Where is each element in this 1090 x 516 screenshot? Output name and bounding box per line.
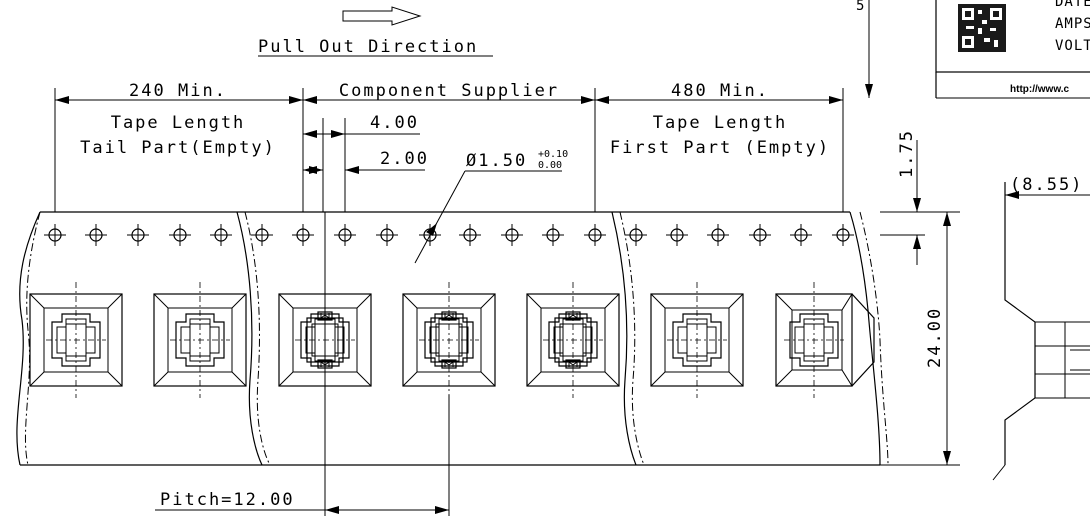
section-dimensions: 240 Min. Tape Length Tail Part(Empty) Co… bbox=[54, 81, 844, 212]
title-block-date: DATE bbox=[1055, 0, 1090, 10]
hole-pitch-dimension: 4.00 2.00 bbox=[303, 113, 429, 212]
hole-diameter-callout: Ø1.50 +0.10 0.00 bbox=[414, 149, 568, 264]
first-length-value: 480 Min. bbox=[671, 81, 769, 101]
sprocket-hole bbox=[749, 224, 771, 246]
sprocket-hole bbox=[584, 224, 606, 246]
sprocket-hole bbox=[334, 224, 356, 246]
sprocket-hole bbox=[666, 224, 688, 246]
pocket-with-component bbox=[526, 282, 620, 398]
sprocket-hole bbox=[127, 224, 149, 246]
component-pockets bbox=[29, 282, 875, 398]
sprocket-holes bbox=[44, 224, 854, 246]
hollow-right-arrow-icon bbox=[342, 6, 422, 26]
hole-tolerance-plus: +0.10 bbox=[538, 149, 568, 160]
sprocket-hole bbox=[501, 224, 523, 246]
hole-tolerance-minus: 0.00 bbox=[538, 160, 562, 171]
component-supplier-label: Component Supplier bbox=[339, 81, 559, 101]
sprocket-hole bbox=[790, 224, 812, 246]
sprocket-hole bbox=[85, 224, 107, 246]
sprocket-hole bbox=[251, 224, 273, 246]
tape-width-dimension: 24.00 1.75 bbox=[880, 129, 951, 465]
empty-pocket bbox=[153, 282, 247, 398]
cavity-pitch-dimension: Pitch=12.00 bbox=[155, 212, 450, 516]
pull-out-direction-label: Pull Out Direction bbox=[258, 37, 478, 57]
empty-pocket bbox=[29, 282, 123, 398]
sprocket-hole bbox=[210, 224, 232, 246]
cavity-pitch-label: Pitch=12.00 bbox=[160, 490, 295, 510]
sprocket-hole bbox=[292, 224, 314, 246]
side-view: (8.55) bbox=[992, 175, 1090, 481]
title-block-url: http://www.c bbox=[1010, 84, 1070, 95]
hole-diameter-label: Ø1.50 bbox=[466, 151, 527, 171]
sprocket-hole bbox=[832, 224, 854, 246]
title-block-volt: VOLT bbox=[1055, 38, 1090, 54]
tail-length-value: 240 Min. bbox=[129, 81, 227, 101]
empty-pocket bbox=[650, 282, 744, 398]
title-block: 5 DATE AMPS VOLT http://www.c bbox=[856, 0, 1090, 99]
tape-width-label: 24.00 bbox=[925, 307, 945, 368]
sprocket-hole bbox=[542, 224, 564, 246]
qr-code-icon bbox=[958, 4, 1006, 52]
title-block-amps: AMPS bbox=[1055, 16, 1090, 32]
sprocket-hole bbox=[169, 224, 191, 246]
pocket-with-component bbox=[402, 282, 496, 398]
sprocket-hole bbox=[459, 224, 481, 246]
sprocket-hole bbox=[707, 224, 729, 246]
tail-length-desc: Tail Part(Empty) bbox=[80, 138, 276, 158]
first-length-desc: First Part (Empty) bbox=[610, 138, 830, 158]
tail-length-title: Tape Length bbox=[111, 113, 246, 133]
partial-dimension-5: 5 bbox=[856, 0, 865, 14]
carrier-tape bbox=[16, 211, 960, 466]
hole-pitch-label: 4.00 bbox=[370, 113, 419, 133]
hole-to-cavity-label: 2.00 bbox=[380, 149, 429, 169]
sprocket-hole bbox=[625, 224, 647, 246]
sprocket-hole bbox=[376, 224, 398, 246]
side-dimension-label: (8.55) bbox=[1010, 175, 1083, 195]
pull-out-direction: Pull Out Direction bbox=[258, 6, 493, 57]
first-length-title: Tape Length bbox=[653, 113, 788, 133]
sprocket-hole bbox=[419, 224, 441, 246]
sprocket-hole bbox=[44, 224, 66, 246]
edge-to-hole-label: 1.75 bbox=[897, 129, 917, 178]
empty-pocket bbox=[775, 282, 875, 398]
